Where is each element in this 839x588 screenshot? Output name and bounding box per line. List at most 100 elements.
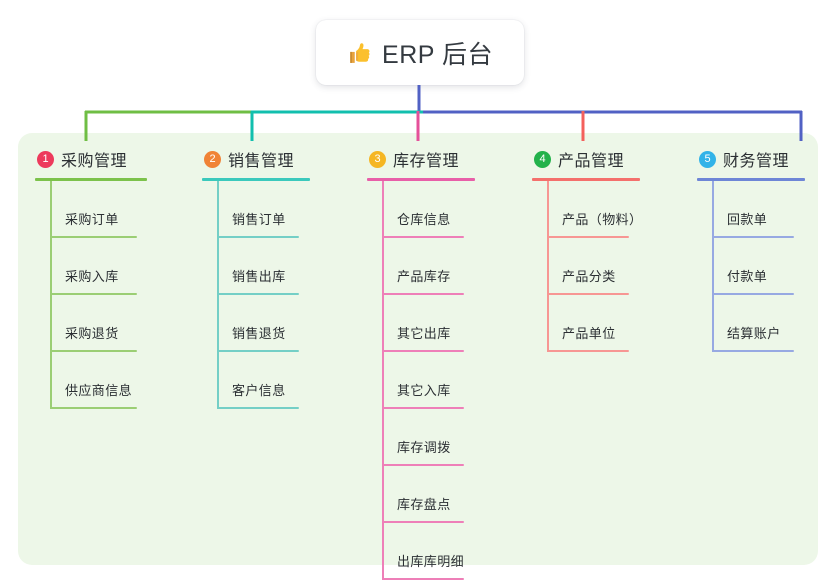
- column-index-badge: 4: [534, 150, 551, 168]
- column-3: 3 库存管理仓库信息产品库存其它出库其它入库库存调拨库存盘点出库库明细: [367, 147, 475, 580]
- leaf-underline: [50, 293, 137, 295]
- leaf-underline: [382, 578, 464, 580]
- column-title: 销售管理: [228, 153, 295, 170]
- column-header-3[interactable]: 3 库存管理: [367, 147, 475, 171]
- leaf-item[interactable]: 供应商信息: [35, 352, 147, 409]
- leaf-item[interactable]: 出库库明细: [367, 523, 475, 580]
- column-header-underline: [202, 178, 310, 181]
- column-header-underline: [532, 178, 640, 181]
- leaf-label: 销售退货: [232, 326, 286, 341]
- column-header-5[interactable]: 5 财务管理: [697, 147, 805, 171]
- leaf-item[interactable]: 其它出库: [367, 295, 475, 352]
- leaf-stem-line: [50, 295, 52, 352]
- leaf-stem-line: [712, 295, 714, 352]
- leaf-item[interactable]: 回款单: [697, 181, 805, 238]
- leaf-label: 采购退货: [65, 326, 119, 341]
- column-title: 产品管理: [558, 153, 625, 170]
- leaf-underline: [217, 407, 299, 409]
- leaf-item[interactable]: 产品单位: [532, 295, 640, 352]
- leaf-label: 采购订单: [65, 212, 119, 227]
- content-panel: [18, 133, 818, 565]
- leaf-item[interactable]: 结算账户: [697, 295, 805, 352]
- leaf-stem-line: [712, 181, 714, 238]
- column-header-4[interactable]: 4 产品管理: [532, 147, 640, 171]
- root-node-card[interactable]: ERP 后台: [316, 20, 524, 85]
- leaf-stem-line: [382, 523, 384, 580]
- leaf-label: 产品库存: [397, 269, 451, 284]
- column-index-badge: 1: [37, 150, 54, 168]
- leaf-item[interactable]: 销售出库: [202, 238, 310, 295]
- leaf-underline: [712, 236, 794, 238]
- leaf-item[interactable]: 产品库存: [367, 238, 475, 295]
- column-header-underline: [367, 178, 475, 181]
- leaf-stem-line: [547, 238, 549, 295]
- leaf-item[interactable]: 采购退货: [35, 295, 147, 352]
- leaf-item[interactable]: 付款单: [697, 238, 805, 295]
- leaf-label: 其它入库: [397, 383, 451, 398]
- leaf-item[interactable]: 仓库信息: [367, 181, 475, 238]
- column-title: 库存管理: [393, 153, 460, 170]
- leaf-item[interactable]: 其它入库: [367, 352, 475, 409]
- column-title: 财务管理: [723, 153, 790, 170]
- leaf-underline: [547, 293, 629, 295]
- column-header-underline: [697, 178, 805, 181]
- leaf-underline: [382, 236, 464, 238]
- leaf-item[interactable]: 采购订单: [35, 181, 147, 238]
- leaf-item[interactable]: 销售订单: [202, 181, 310, 238]
- leaf-item[interactable]: 产品（物料）: [532, 181, 642, 238]
- leaf-stem-line: [382, 466, 384, 523]
- leaf-underline: [50, 350, 137, 352]
- leaf-stem-line: [382, 295, 384, 352]
- leaf-item[interactable]: 库存调拨: [367, 409, 475, 466]
- leaf-stem-line: [382, 238, 384, 295]
- leaf-underline: [547, 350, 629, 352]
- leaf-underline: [382, 521, 464, 523]
- leaf-item[interactable]: 销售退货: [202, 295, 310, 352]
- leaf-label: 结算账户: [727, 326, 781, 341]
- leaf-item[interactable]: 产品分类: [532, 238, 640, 295]
- column-index-badge: 3: [369, 150, 386, 168]
- leaf-label: 付款单: [727, 269, 768, 284]
- leaf-underline: [712, 293, 794, 295]
- leaf-stem-line: [382, 352, 384, 409]
- leaf-item[interactable]: 库存盘点: [367, 466, 475, 523]
- leaf-underline: [217, 293, 299, 295]
- root-title: ERP 后台: [382, 40, 493, 69]
- leaf-label: 其它出库: [397, 326, 451, 341]
- leaf-label: 出库库明细: [397, 554, 465, 569]
- leaf-underline: [382, 407, 464, 409]
- leaf-item[interactable]: 采购入库: [35, 238, 147, 295]
- column-index-badge: 5: [699, 150, 716, 168]
- leaf-label: 客户信息: [232, 383, 286, 398]
- leaf-underline: [382, 464, 464, 466]
- leaf-label: 供应商信息: [65, 383, 133, 398]
- leaf-label: 回款单: [727, 212, 768, 227]
- leaf-stem-line: [217, 238, 219, 295]
- leaf-underline: [50, 236, 137, 238]
- leaf-label: 销售出库: [232, 269, 286, 284]
- column-5: 5 财务管理回款单付款单结算账户: [697, 147, 805, 352]
- root-node-content: ERP 后台: [347, 35, 493, 71]
- leaf-underline: [547, 236, 629, 238]
- leaf-label: 仓库信息: [397, 212, 451, 227]
- leaf-stem-line: [547, 295, 549, 352]
- leaf-stem-line: [50, 352, 52, 409]
- column-4: 4 产品管理产品（物料） 产品分类产品单位: [532, 147, 642, 352]
- leaf-label: 采购入库: [65, 269, 119, 284]
- leaf-stem-line: [712, 238, 714, 295]
- leaf-item[interactable]: 客户信息: [202, 352, 310, 409]
- leaf-underline: [217, 350, 299, 352]
- leaf-label: 库存盘点: [397, 497, 451, 512]
- leaf-label: 产品分类: [562, 269, 616, 284]
- thumbs-up-icon: [347, 40, 373, 66]
- leaf-label: 销售订单: [232, 212, 286, 227]
- leaf-underline: [50, 407, 137, 409]
- leaf-label: 库存调拨: [397, 440, 451, 455]
- leaf-underline: [382, 350, 464, 352]
- leaf-stem-line: [50, 238, 52, 295]
